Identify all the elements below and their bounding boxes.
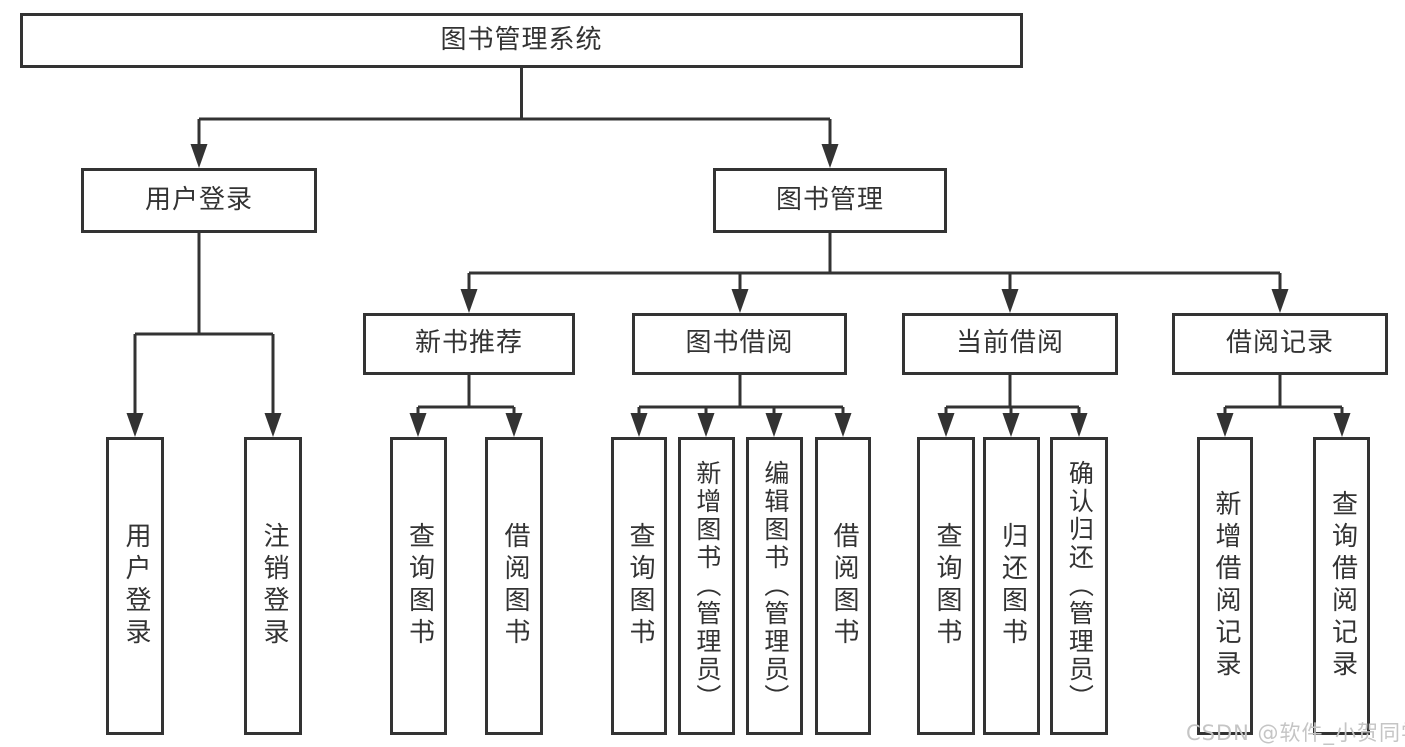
arrowhead-icon [630, 413, 648, 437]
arrowhead-icon [1216, 413, 1234, 437]
node-label-borrow-records: 借阅记录 [1225, 328, 1334, 359]
arrowhead-icon [126, 413, 144, 437]
node-label-confirm-return-admin: 确认归还（管理员） [1065, 460, 1095, 712]
node-query-books-2: 查询图书 [611, 437, 667, 735]
node-label-query-books-2: 查询图书 [624, 522, 655, 650]
arrowhead-icon [1002, 413, 1020, 437]
arrowhead-icon [1333, 413, 1351, 437]
node-query-books-3: 查询图书 [917, 437, 975, 735]
arrowhead-icon [937, 413, 955, 437]
node-label-new-book-recommend: 新书推荐 [414, 328, 523, 359]
node-user-login: 用户登录 [106, 437, 164, 735]
node-label-add-borrow-record: 新增借阅记录 [1210, 490, 1241, 682]
arrowhead-icon [697, 413, 715, 437]
node-current-borrow: 当前借阅 [902, 313, 1118, 375]
node-label-user-login-branch: 用户登录 [144, 184, 253, 215]
watermark: CSDN @软件_小贺同学 [1186, 721, 1405, 745]
node-confirm-return-admin: 确认归还（管理员） [1050, 437, 1108, 735]
node-label-add-book-admin: 新增图书（管理员） [692, 460, 722, 712]
node-user-login-branch: 用户登录 [81, 168, 317, 233]
node-label-book-management: 图书管理 [775, 184, 884, 215]
node-book-management: 图书管理 [713, 168, 947, 233]
node-label-book-borrow: 图书借阅 [685, 328, 794, 359]
arrowhead-icon [264, 413, 282, 437]
node-new-book-recommend: 新书推荐 [363, 313, 575, 375]
node-label-query-books-1: 查询图书 [404, 522, 435, 650]
node-label-query-borrow-record: 查询借阅记录 [1327, 490, 1358, 682]
node-query-borrow-record: 查询借阅记录 [1313, 437, 1370, 735]
node-borrow-book-2: 借阅图书 [815, 437, 871, 735]
arrowhead-icon [1001, 289, 1019, 313]
arrowhead-icon [1271, 289, 1289, 313]
arrowhead-icon [505, 413, 523, 437]
arrowhead-icon [190, 144, 208, 168]
node-borrow-book-1: 借阅图书 [485, 437, 543, 735]
node-add-borrow-record: 新增借阅记录 [1197, 437, 1253, 735]
arrowhead-icon [765, 413, 783, 437]
node-label-borrow-book-2: 借阅图书 [828, 522, 859, 650]
node-add-book-admin: 新增图书（管理员） [678, 437, 735, 735]
arrowhead-icon [821, 144, 839, 168]
node-query-books-1: 查询图书 [390, 437, 447, 735]
node-logout: 注销登录 [244, 437, 302, 735]
node-label-logout: 注销登录 [258, 522, 289, 650]
node-label-return-book: 归还图书 [997, 522, 1028, 650]
node-root: 图书管理系统 [20, 13, 1023, 68]
node-edit-book-admin: 编辑图书（管理员） [746, 437, 803, 735]
arrowhead-icon [834, 413, 852, 437]
node-label-edit-book-admin: 编辑图书（管理员） [760, 460, 790, 712]
node-label-current-borrow: 当前借阅 [955, 328, 1064, 359]
node-label-user-login: 用户登录 [120, 522, 151, 650]
arrowhead-icon [460, 289, 478, 313]
node-label-borrow-book-1: 借阅图书 [499, 522, 530, 650]
node-return-book: 归还图书 [983, 437, 1040, 735]
node-label-root: 图书管理系统 [440, 24, 603, 55]
arrowhead-icon [1070, 413, 1088, 437]
node-book-borrow: 图书借阅 [632, 313, 847, 375]
arrowhead-icon [409, 413, 427, 437]
arrowhead-icon [731, 289, 749, 313]
node-borrow-records: 借阅记录 [1172, 313, 1388, 375]
node-label-query-books-3: 查询图书 [931, 522, 962, 650]
